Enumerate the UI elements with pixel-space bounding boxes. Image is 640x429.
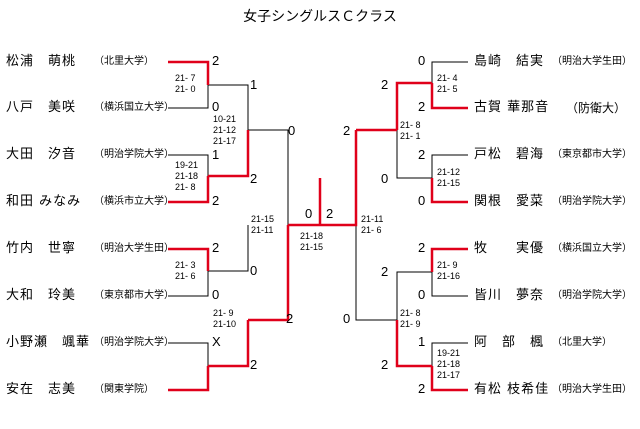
final-score-right: 2: [326, 206, 334, 221]
game-score: 2: [212, 53, 220, 68]
game-score: 2: [418, 147, 426, 162]
player-name: 竹内 世寧: [6, 241, 77, 256]
final-score-left: 0: [305, 206, 313, 221]
match-score: 21-18 21-15: [300, 231, 324, 252]
game-score: 0: [343, 311, 351, 326]
game-score: 0: [418, 53, 426, 68]
player-name: 大和 玲美: [6, 288, 77, 303]
match-score: 21- 4 21- 5: [437, 73, 458, 94]
player-name: 大田 汐音: [6, 147, 77, 162]
game-score: 2: [343, 123, 351, 138]
player-name: 八戸 美咲: [6, 100, 77, 115]
player-school: （北里大学）: [94, 56, 154, 67]
game-score: 2: [381, 77, 389, 92]
match-score: 19-21 21-18 21-17: [437, 348, 461, 380]
game-score: 2: [418, 381, 426, 396]
game-score: 2: [286, 311, 294, 326]
player-school: （横浜市立大学）: [94, 196, 174, 207]
player-name: 和田 みなみ: [6, 194, 82, 209]
player-name: 関根 愛菜: [474, 194, 545, 209]
player-school: （明治大学生田）: [552, 56, 632, 67]
game-score: 2: [250, 171, 258, 186]
player-school: （明治大学生田）: [94, 243, 174, 254]
game-score: X: [212, 334, 221, 349]
player-name: 皆川 夢奈: [474, 288, 545, 303]
match-score: 21-12 21-15: [437, 167, 461, 188]
game-score: 1: [418, 334, 426, 349]
game-score: 1: [212, 147, 220, 162]
player-school: （明治大学生田）: [552, 384, 632, 395]
game-score: 2: [381, 264, 389, 279]
player-name: 古賀 華那音: [474, 100, 550, 115]
player-school: （明治学院大学）: [552, 196, 632, 207]
player-school: （横浜国立大学）: [94, 102, 174, 113]
game-score: 2: [381, 357, 389, 372]
player-name: 有松 枝希佳: [474, 382, 550, 397]
player-school: （関東学院）: [94, 384, 154, 395]
player-name: 小野瀬 颯華: [6, 335, 91, 350]
player-school: （明治学院大学）: [94, 337, 174, 348]
game-score: 0: [212, 287, 220, 302]
player-school: （防衛大）: [566, 101, 627, 115]
player-name: 島崎 結実: [474, 54, 545, 69]
game-score: 0: [418, 287, 426, 302]
player-name: 松浦 萌桃: [6, 54, 77, 69]
player-name: 阿 部 楓: [474, 335, 545, 350]
match-score: 21- 9 21-10: [213, 308, 237, 329]
match-score: 21-15 21-11: [251, 214, 275, 235]
game-score: 0: [381, 171, 389, 186]
match-score: 21- 3 21- 6: [175, 260, 196, 281]
game-score: 0: [250, 263, 258, 278]
loser-lines: [168, 61, 468, 366]
player-school: （東京都市大学）: [552, 149, 632, 160]
match-score: 21- 9 21-16: [437, 260, 461, 281]
player-school: （北里大学）: [552, 337, 612, 348]
player-school: （横浜国立大学）: [552, 243, 632, 254]
game-score: 0: [288, 123, 296, 138]
match-score: 19-21 21-18 21- 8: [175, 160, 199, 192]
match-score: 21- 8 21- 1: [400, 120, 421, 141]
winner-lines: [168, 60, 468, 392]
player-school: （明治学院大学）: [552, 290, 632, 301]
player-school: （東京都市大学）: [94, 290, 174, 301]
game-score: 2: [212, 240, 220, 255]
game-score: 2: [418, 99, 426, 114]
match-score: 21- 8 21- 9: [400, 308, 421, 329]
game-score: 0: [212, 99, 220, 114]
match-score: 21-11 21- 6: [361, 214, 384, 235]
game-score: 2: [212, 193, 220, 208]
match-score: 21- 7 21- 0: [175, 73, 196, 94]
page-title: 女子シングルスＣクラス: [243, 9, 397, 25]
game-score: 1: [250, 77, 258, 92]
player-name: 安在 志美: [6, 382, 77, 397]
match-score: 10-21 21-12 21-17: [213, 114, 237, 146]
game-score: 2: [250, 357, 258, 372]
player-name: 牧 実優: [474, 241, 545, 256]
game-score: 0: [418, 193, 426, 208]
game-score: 2: [418, 240, 426, 255]
player-school: （明治学院大学）: [94, 149, 174, 160]
player-name: 戸松 碧海: [474, 147, 545, 162]
